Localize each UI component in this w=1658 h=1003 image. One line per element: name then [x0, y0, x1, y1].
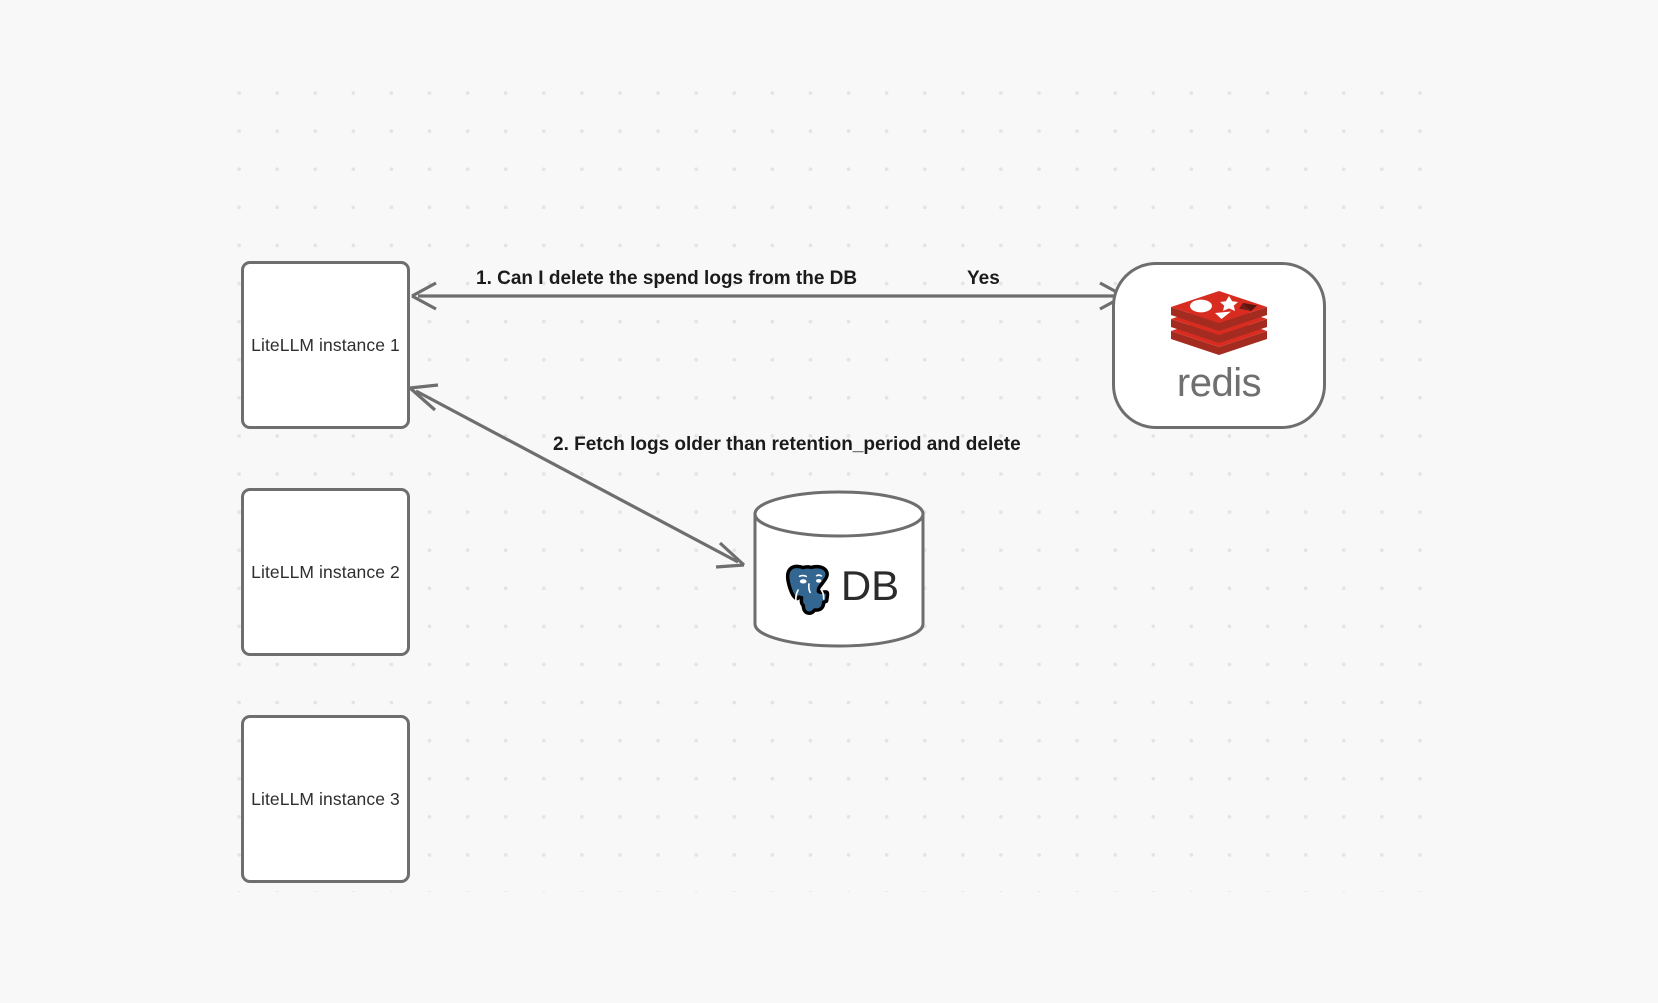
edge-1-answer-label: Yes — [967, 268, 1000, 289]
postgresql-elephant-icon — [785, 564, 830, 615]
node-litellm-instance-1-label: LiteLLM instance 1 — [251, 334, 400, 355]
db-label: DB — [840, 562, 900, 609]
edge-1-label: 1. Can I delete the spend logs from the … — [476, 268, 858, 289]
node-litellm-instance-3-label: LiteLLM instance 3 — [251, 788, 400, 809]
edge-litellm1-to-db — [408, 383, 746, 569]
node-db[interactable]: DB — [752, 490, 926, 648]
node-litellm-instance-2-label: LiteLLM instance 2 — [251, 561, 400, 582]
db-cylinder-shape — [753, 490, 925, 648]
edge-2-label: 2. Fetch logs older than retention_perio… — [553, 434, 1021, 455]
db-content: DB — [752, 490, 926, 648]
node-litellm-instance-1[interactable]: LiteLLM instance 1 — [241, 261, 410, 429]
node-litellm-instance-3[interactable]: LiteLLM instance 3 — [241, 715, 410, 883]
redis-wordmark-label: redis — [1176, 360, 1262, 405]
redis-logo-icon — [1171, 290, 1267, 355]
node-litellm-instance-2[interactable]: LiteLLM instance 2 — [241, 488, 410, 656]
node-redis[interactable]: redis — [1112, 262, 1326, 429]
